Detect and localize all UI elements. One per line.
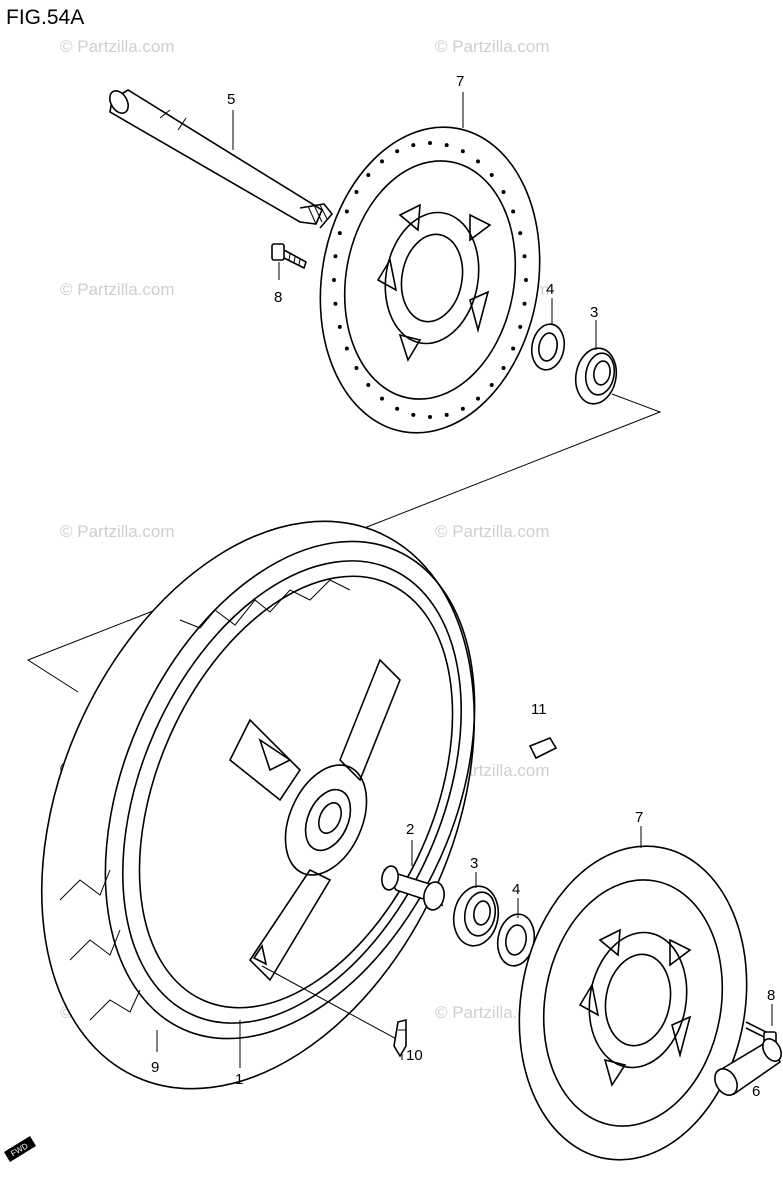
- rotor-hole: [524, 278, 528, 282]
- front-axle: [109, 89, 334, 229]
- rotor-hole: [366, 173, 371, 178]
- rotor-hole: [444, 143, 449, 148]
- watermark-text: © Partzilla.com: [435, 522, 550, 541]
- rotor-hole: [501, 189, 506, 194]
- part-label-9: 9: [151, 1059, 159, 1076]
- rotor-hole: [333, 301, 338, 306]
- part-label-6: 6: [752, 1083, 760, 1100]
- rotor-hole: [522, 254, 527, 259]
- brake-disc-upper: [319, 126, 541, 434]
- rotor-hole: [344, 209, 349, 214]
- part-label-10: 10: [406, 1047, 423, 1064]
- rotor-hole: [518, 231, 523, 236]
- rotor-hole: [460, 406, 465, 411]
- part-label-8: 8: [274, 289, 282, 306]
- rotor-hole: [428, 415, 432, 419]
- rotor-hole: [518, 324, 523, 329]
- watermark-text: © Partzilla.com: [60, 37, 175, 56]
- part-label-2: 2: [406, 821, 414, 838]
- part-label-1: 1: [235, 1071, 243, 1088]
- front-wheel-tire: [40, 520, 476, 1090]
- rotor-hole: [511, 209, 516, 214]
- rotor-hole: [366, 382, 371, 387]
- rotor-hole: [337, 231, 342, 236]
- rotor-hole: [489, 173, 494, 178]
- rotor-hole: [333, 254, 338, 259]
- part-label-3: 3: [470, 855, 478, 872]
- watermark-text: © Partzilla.com: [60, 522, 175, 541]
- balance-weight: [528, 737, 558, 760]
- rotor-hole: [476, 159, 480, 164]
- part-label-5: 5: [227, 91, 235, 108]
- rotor-hole: [460, 149, 465, 154]
- disc-bolt-upper: [271, 243, 307, 270]
- part-label-8: 8: [767, 987, 775, 1004]
- tire-valve: [393, 1018, 407, 1058]
- rotor-hole: [501, 366, 506, 371]
- brake-disc-lower: [518, 845, 748, 1161]
- rotor-hole: [332, 278, 336, 282]
- rotor-hole: [395, 406, 400, 411]
- watermark-text: © Partzilla.com: [60, 280, 175, 299]
- wheel-spacer: [381, 865, 445, 911]
- rotor-hole: [354, 366, 359, 371]
- rotor-hole: [411, 412, 416, 417]
- rotor-hole: [380, 396, 384, 401]
- watermark-text: © Partzilla.com: [435, 37, 550, 56]
- rotor-hole: [380, 159, 384, 164]
- part-label-3: 3: [590, 304, 598, 321]
- part-label-4: 4: [512, 881, 520, 898]
- part-label-11: 11: [531, 701, 547, 718]
- rotor-hole: [476, 396, 480, 401]
- part-label-4: 4: [546, 281, 554, 298]
- oil-seal-upper: [530, 323, 566, 371]
- rotor-hole: [511, 346, 516, 351]
- axle-spacer: [714, 1038, 782, 1096]
- rotor-hole: [522, 301, 527, 306]
- rotor-hole: [444, 412, 449, 417]
- forward-direction-badge: FWD: [4, 1136, 36, 1162]
- rotor-hole: [489, 382, 494, 387]
- rotor-hole: [395, 149, 400, 154]
- figure-title: FIG.54A: [6, 6, 84, 29]
- rotor-hole: [411, 143, 416, 148]
- part-label-7: 7: [635, 809, 643, 826]
- bearing-lower: [452, 885, 500, 947]
- rotor-hole: [344, 346, 349, 351]
- rotor-hole: [428, 141, 432, 145]
- part-label-7: 7: [456, 73, 464, 90]
- rotor-hole: [354, 189, 359, 194]
- bearing-upper: [574, 347, 618, 405]
- rotor-hole: [337, 324, 342, 329]
